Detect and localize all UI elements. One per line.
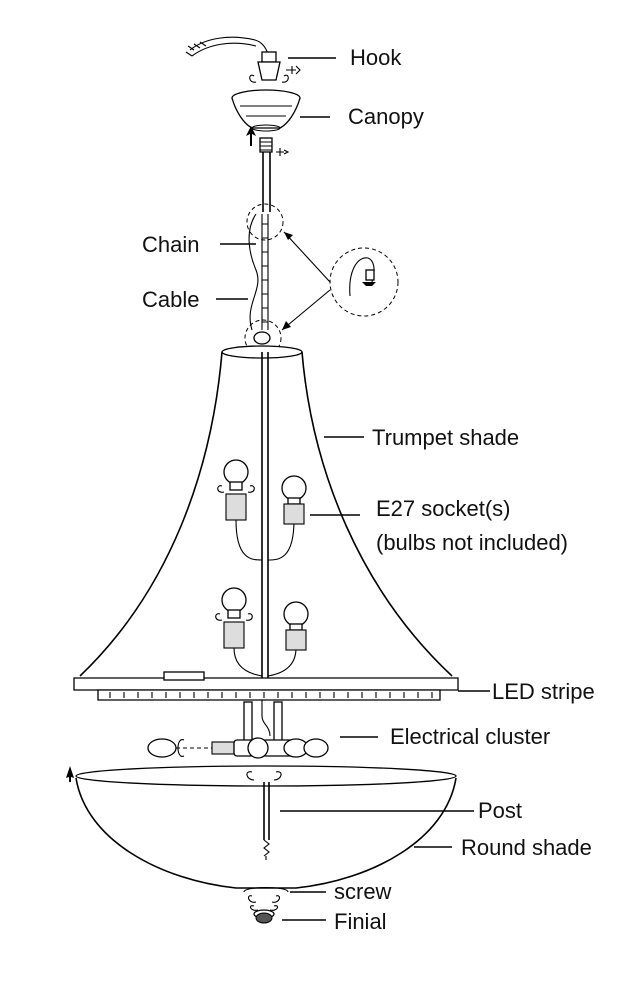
canopy-part	[231, 89, 301, 146]
label-round-shade: Round shade	[461, 835, 592, 860]
label-chain: Chain	[142, 232, 199, 257]
label-finial: Finial	[334, 909, 387, 934]
rod-and-chain	[244, 137, 399, 357]
label-hook: Hook	[350, 45, 402, 70]
label-screw: screw	[334, 879, 392, 904]
round-shade-part	[66, 765, 457, 889]
label-canopy: Canopy	[348, 104, 424, 129]
lower-socket-pair	[215, 587, 309, 677]
label-socket-line1: E27 socket(s)	[376, 496, 511, 521]
screw-and-finial	[243, 886, 289, 924]
upper-socket-pair	[217, 459, 307, 561]
leader-lines	[216, 57, 490, 921]
label-trumpet-shade: Trumpet shade	[372, 425, 519, 450]
label-socket-line2: (bulbs not included)	[376, 530, 568, 555]
electrical-cluster-part	[147, 700, 329, 759]
hook-part	[185, 36, 301, 83]
label-led-stripe: LED stripe	[492, 679, 595, 704]
label-cable: Cable	[142, 287, 199, 312]
trumpet-shade-part	[79, 345, 453, 680]
label-electrical-cluster: Electrical cluster	[390, 724, 550, 749]
led-stripe-ring	[73, 671, 459, 701]
label-post: Post	[478, 798, 522, 823]
